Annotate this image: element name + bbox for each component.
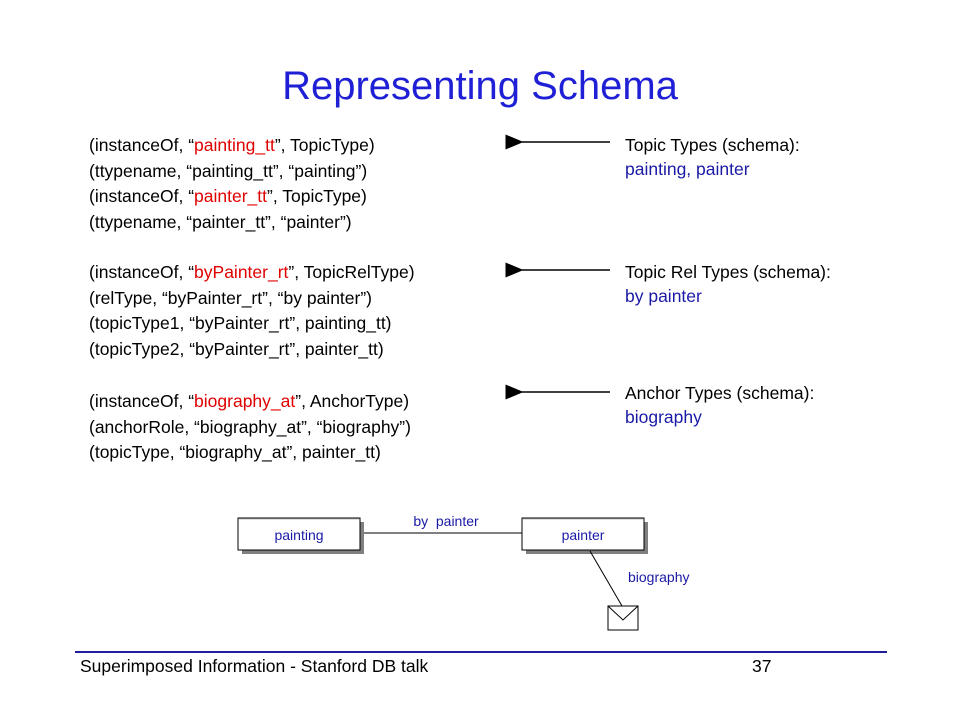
page-number: 37 (752, 656, 772, 676)
slide-title: Representing Schema (282, 64, 678, 108)
annotation-value: painting, painter (625, 159, 750, 179)
diagram-box-painting: painting (237, 517, 364, 554)
highlighted-identifier: painter_tt (194, 186, 268, 206)
code-text: ”, AnchorType) (295, 391, 410, 411)
annotation-topic-rel-types: Topic Rel Types (schema): by painter (625, 260, 831, 308)
code-group-topic-types: (instanceOf, “painting_tt”, TopicType)(t… (89, 133, 375, 235)
annotation-topic-types: Topic Types (schema): painting, painter (625, 133, 800, 181)
annotation-value: by painter (625, 286, 702, 306)
code-line: (ttypename, “painting_tt”, “painting”) (89, 159, 375, 185)
code-text: (instanceOf, “ (89, 391, 195, 411)
box-label-painter: painter (562, 527, 605, 543)
box-label-painting: painting (274, 527, 323, 543)
envelope-icon (607, 605, 639, 631)
footer-rule (75, 651, 887, 653)
code-text: (ttypename, “painter_tt”, “painter”) (89, 211, 352, 232)
code-line: (instanceOf, “byPainter_rt”, TopicRelTyp… (89, 260, 415, 286)
annotation-label: Topic Rel Types (schema): (625, 262, 831, 282)
code-line: (instanceOf, “painter_tt”, TopicType) (89, 184, 375, 210)
code-text: ”, TopicType) (274, 135, 375, 155)
code-line: (topicType1, “byPainter_rt”, painting_tt… (89, 311, 415, 337)
highlighted-identifier: biography_at (194, 391, 296, 411)
code-text: (topicType1, “byPainter_rt”, painting_tt… (89, 313, 392, 333)
footer-text: Superimposed Information - Stanford DB t… (80, 656, 429, 676)
code-text: ”, TopicRelType) (288, 262, 415, 282)
anchor-label: biography (628, 569, 690, 585)
code-text: (relType, “byPainter_rt”, “by painter”) (89, 287, 373, 308)
code-group-topic-rel-types: (instanceOf, “byPainter_rt”, TopicRelTyp… (89, 260, 415, 362)
annotation-label: Anchor Types (schema): (625, 383, 815, 403)
code-text: (instanceOf, “ (89, 262, 195, 282)
diagram-box-painter: painter (521, 517, 648, 554)
highlighted-identifier: byPainter_rt (194, 262, 289, 282)
code-line: (instanceOf, “biography_at”, AnchorType) (89, 389, 411, 415)
code-text: (ttypename, “painting_tt”, “painting”) (89, 160, 368, 181)
code-text: (anchorRole, “biography_at”, “biography”… (89, 416, 411, 437)
annotation-value: biography (625, 407, 702, 427)
annotation-label: Topic Types (schema): (625, 135, 800, 155)
code-group-anchor-types: (instanceOf, “biography_at”, AnchorType)… (89, 389, 411, 466)
code-text: (topicType, “biography_at”, painter_tt) (89, 442, 381, 462)
code-line: (anchorRole, “biography_at”, “biography”… (89, 415, 411, 441)
highlighted-identifier: painting_tt (194, 135, 275, 155)
code-line: (topicType, “biography_at”, painter_tt) (89, 440, 411, 466)
code-text: (instanceOf, “ (89, 186, 195, 206)
code-text: (instanceOf, “ (89, 135, 195, 155)
relation-label: by painter (413, 513, 479, 529)
code-line: (topicType2, “byPainter_rt”, painter_tt) (89, 337, 415, 363)
code-line: (ttypename, “painter_tt”, “painter”) (89, 210, 375, 236)
code-text: ”, TopicType) (267, 186, 367, 206)
code-text: (topicType2, “byPainter_rt”, painter_tt) (89, 338, 384, 359)
anchor-line (589, 550, 623, 607)
annotation-anchor-types: Anchor Types (schema): biography (625, 381, 814, 429)
code-line: (relType, “byPainter_rt”, “by painter”) (89, 286, 415, 312)
code-line: (instanceOf, “painting_tt”, TopicType) (89, 133, 375, 159)
